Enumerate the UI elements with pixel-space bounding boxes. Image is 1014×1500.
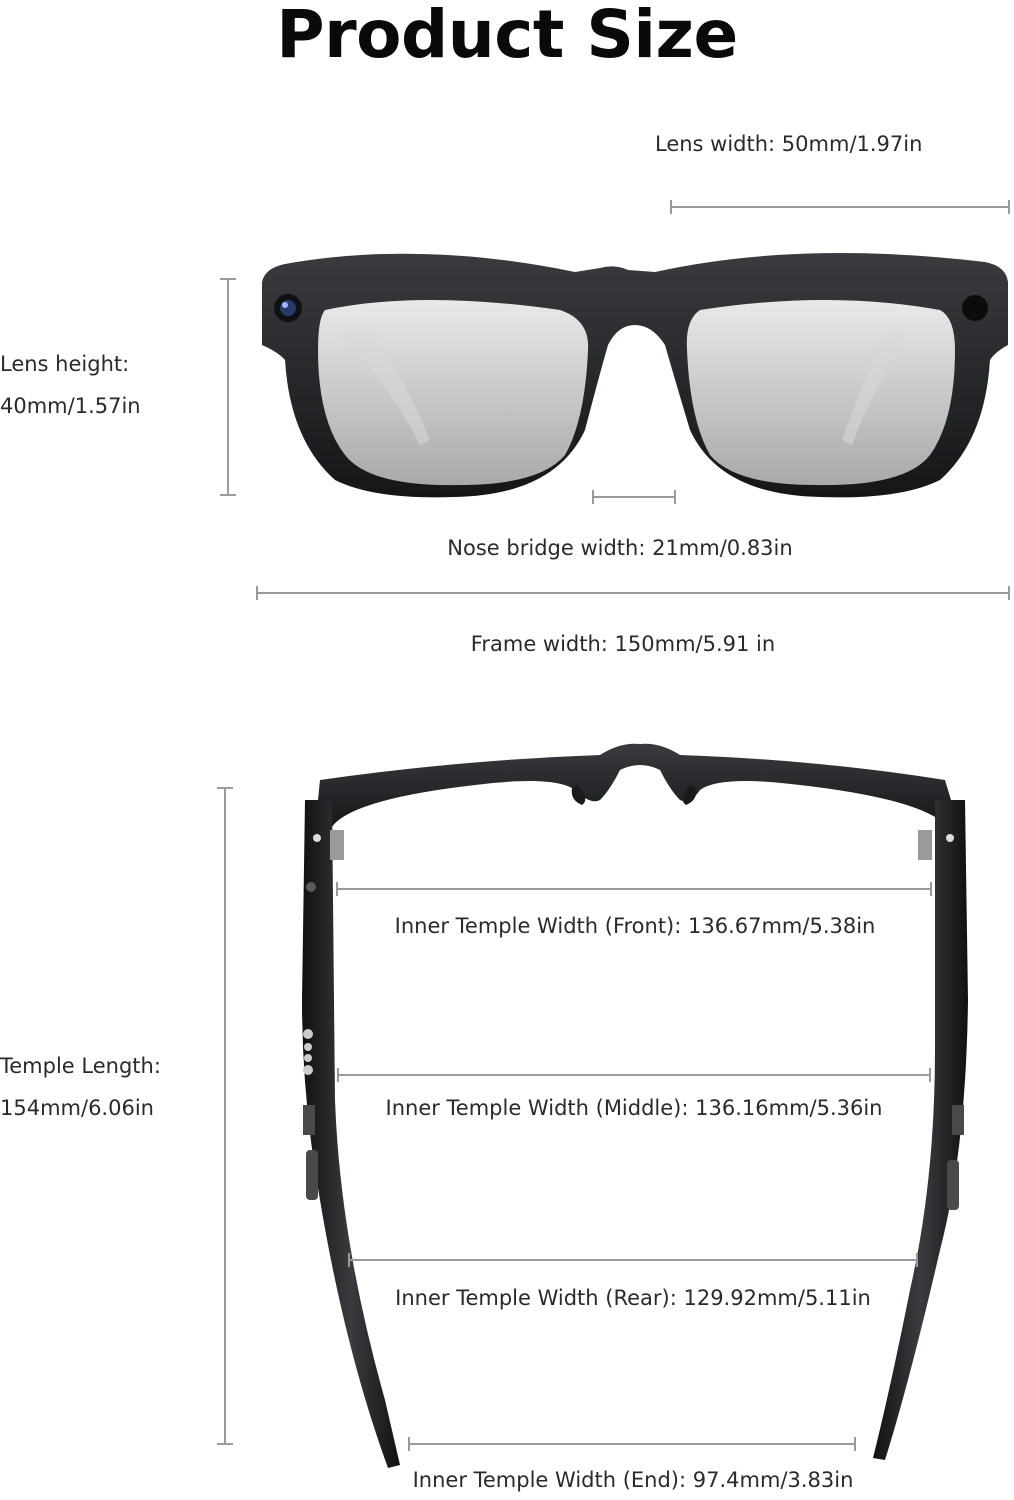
frame-width-label: Frame width: 150mm/5.91 in bbox=[470, 632, 776, 656]
lens-height-label-line2: 40mm/1.57in bbox=[0, 394, 141, 418]
sensor-icon bbox=[962, 295, 988, 321]
temple-length-label-line1: Temple Length: bbox=[0, 1054, 161, 1078]
page-title: Product Size bbox=[276, 0, 738, 73]
left-temple bbox=[302, 800, 400, 1468]
nose-bridge-dimension-line bbox=[592, 490, 676, 504]
inner-front-label: Inner Temple Width (Front): 136.67mm/5.3… bbox=[394, 914, 876, 938]
lens-width-dimension-line bbox=[670, 200, 1010, 214]
inner-end-label: Inner Temple Width (End): 97.4mm/3.83in bbox=[412, 1468, 854, 1492]
inner-rear-label: Inner Temple Width (Rear): 129.92mm/5.11… bbox=[395, 1286, 871, 1310]
inner-rear-dimension-line bbox=[348, 1253, 918, 1267]
temple-length-label-line2: 154mm/6.06in bbox=[0, 1096, 154, 1120]
lens-height-label-line1: Lens height: bbox=[0, 352, 130, 376]
lens-width-label: Lens width: 50mm/1.97in bbox=[655, 132, 923, 156]
right-lens bbox=[686, 300, 955, 486]
button-icon bbox=[306, 882, 316, 892]
inner-end-dimension-line bbox=[408, 1437, 856, 1451]
nose-bridge-label: Nose bridge width: 21mm/0.83in bbox=[447, 536, 793, 560]
temple-length-dimension-line bbox=[217, 787, 233, 1445]
right-temple bbox=[873, 800, 968, 1460]
frame-width-dimension-line bbox=[256, 586, 1010, 600]
inner-middle-dimension-line bbox=[337, 1068, 931, 1082]
top-frame bbox=[315, 743, 960, 830]
inner-front-dimension-line bbox=[336, 882, 932, 896]
top-view-glasses bbox=[302, 743, 968, 1468]
left-lens bbox=[318, 300, 589, 486]
inner-middle-label: Inner Temple Width (Middle): 136.16mm/5.… bbox=[385, 1096, 883, 1120]
lens-height-dimension-line bbox=[220, 278, 236, 496]
front-view-glasses bbox=[262, 253, 1008, 498]
